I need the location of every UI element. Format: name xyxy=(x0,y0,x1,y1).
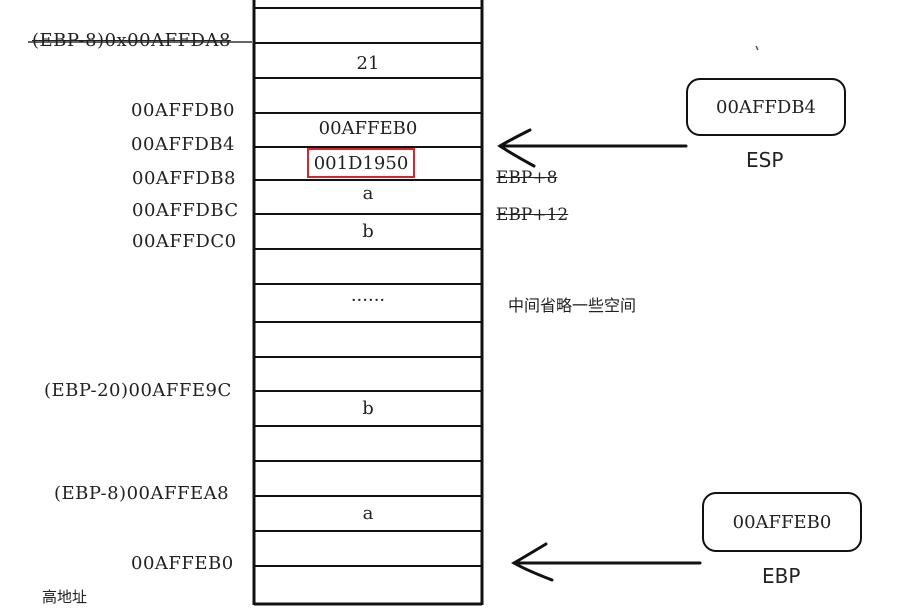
stack-cell-21: 21 xyxy=(356,53,380,74)
stack-cell-b-top: b xyxy=(362,221,374,242)
stack-cell-return-address: 001D1950 xyxy=(313,153,409,174)
note-ebp-plus-12: EBP+12 xyxy=(496,205,569,225)
stack-cell-a-bottom: a xyxy=(362,503,374,524)
address-00affdbc: 00AFFDBC xyxy=(132,200,239,221)
esp-register-value: 00AFFDB4 xyxy=(716,96,816,118)
address-ebp-minus-8: (EBP-8)00AFFEA8 xyxy=(54,483,230,504)
esp-register-label: ESP xyxy=(746,148,784,172)
note-omitted-space: 中间省略一些空间 xyxy=(508,296,637,315)
note-ebp-plus-8: EBP+8 xyxy=(496,168,558,188)
ebp-register-box: 00AFFEB0 xyxy=(702,492,862,552)
address-ebp-minus-8-top: (EBP-8)0x00AFFDA8 xyxy=(32,30,231,51)
stray-mark xyxy=(755,45,759,51)
stack-cell-saved-ebp: 00AFFEB0 xyxy=(318,118,418,139)
stack-cell-a-top: a xyxy=(362,183,374,204)
esp-register-box: 00AFFDB4 xyxy=(686,78,846,136)
ebp-register-value: 00AFFEB0 xyxy=(732,511,832,533)
address-00affdb8: 00AFFDB8 xyxy=(132,168,236,189)
ebp-register-label: EBP xyxy=(762,564,801,588)
address-00affeb0: 00AFFEB0 xyxy=(131,553,234,574)
stack-cell-b-bottom: b xyxy=(362,398,374,419)
stack-row-lines xyxy=(254,7,482,567)
stack-cell-ellipsis: ······ xyxy=(350,290,386,311)
esp-arrow xyxy=(497,128,688,168)
note-high-address: 高地址 xyxy=(42,588,88,606)
address-00affdc0: 00AFFDC0 xyxy=(132,231,237,252)
address-00affdb0: 00AFFDB0 xyxy=(131,100,235,121)
address-ebp-minus-20: (EBP-20)00AFFE9C xyxy=(44,380,232,401)
return-address-highlight: 001D1950 xyxy=(307,148,415,178)
address-00affdb4: 00AFFDB4 xyxy=(131,134,235,155)
ebp-arrow xyxy=(511,542,702,582)
